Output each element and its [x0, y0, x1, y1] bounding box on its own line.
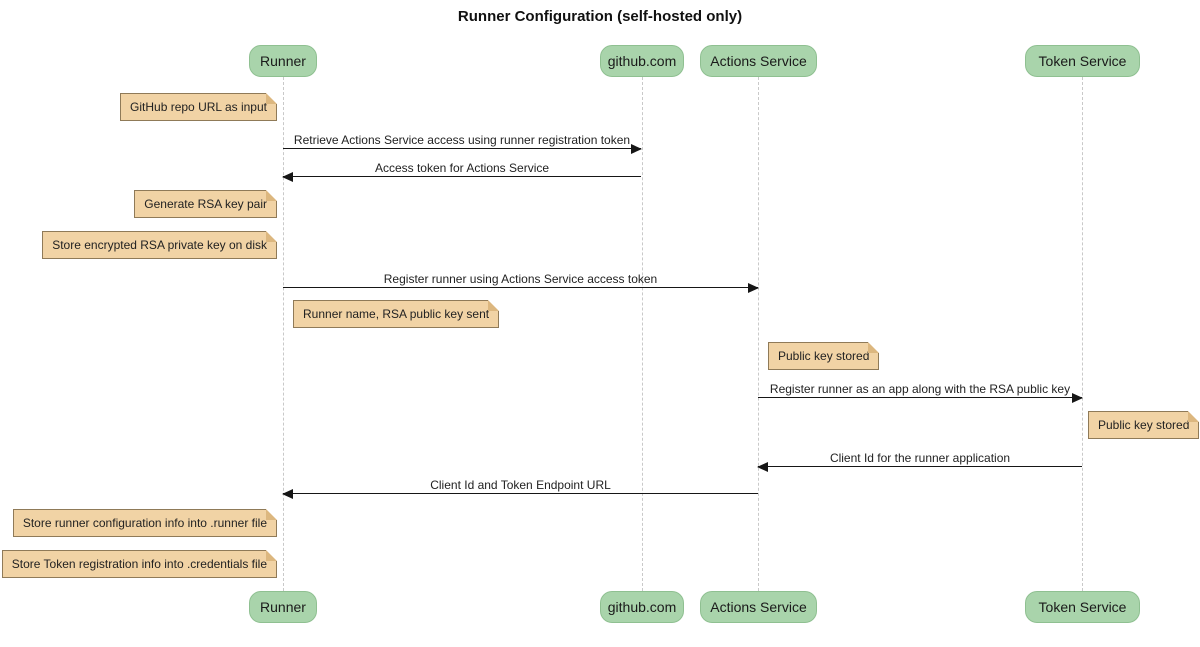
message-register-runner: Register runner using Actions Service ac…: [283, 272, 759, 293]
participant-token-service-bottom: Token Service: [1025, 591, 1140, 623]
note-github-repo-url: GitHub repo URL as input: [120, 93, 277, 121]
participant-token-service-top: Token Service: [1025, 45, 1140, 77]
message-client-id-returned: Client Id for the runner application: [757, 451, 1082, 472]
message-register-runner-as-app: Register runner as an app along with the…: [758, 382, 1083, 403]
arrowhead-left-icon: [757, 462, 768, 472]
note-public-key-stored-actions: Public key stored: [768, 342, 880, 370]
participant-runner-bottom: Runner: [249, 591, 317, 623]
note-store-credentials-file: Store Token registration info into .cred…: [1, 550, 278, 578]
participant-actions-service-bottom: Actions Service: [700, 591, 817, 623]
arrowhead-left-icon: [282, 172, 293, 182]
arrowhead-right-icon: [1072, 393, 1083, 403]
lifeline-github: [642, 77, 643, 591]
arrowhead-right-icon: [748, 283, 759, 293]
note-runner-name-public-key: Runner name, RSA public key sent: [293, 300, 500, 328]
message-retrieve-actions-access: Retrieve Actions Service access using ru…: [283, 133, 642, 154]
participant-runner-top: Runner: [249, 45, 317, 77]
message-label: Register runner using Actions Service ac…: [383, 272, 658, 286]
arrowhead-right-icon: [631, 144, 642, 154]
note-store-runner-file: Store runner configuration info into .ru…: [12, 509, 278, 537]
arrowhead-left-icon: [282, 489, 293, 499]
message-access-token-returned: Access token for Actions Service: [282, 161, 641, 182]
lifeline-runner: [283, 77, 284, 591]
message-label: Register runner as an app along with the…: [769, 382, 1071, 396]
participant-github-bottom: github.com: [600, 591, 684, 623]
lifeline-token-service: [1082, 77, 1083, 591]
message-label: Access token for Actions Service: [374, 161, 550, 175]
message-label: Retrieve Actions Service access using ru…: [293, 133, 631, 147]
message-label: Client Id and Token Endpoint URL: [430, 478, 611, 492]
lifeline-actions-service: [758, 77, 759, 591]
participant-github-top: github.com: [600, 45, 684, 77]
note-store-private-key: Store encrypted RSA private key on disk: [42, 231, 277, 259]
message-client-id-and-endpoint: Client Id and Token Endpoint URL: [282, 478, 758, 499]
participant-actions-service-top: Actions Service: [700, 45, 817, 77]
diagram-title: Runner Configuration (self-hosted only): [457, 8, 743, 25]
note-generate-rsa-key: Generate RSA key pair: [134, 190, 277, 218]
note-public-key-stored-token: Public key stored: [1088, 411, 1200, 439]
message-label: Client Id for the runner application: [829, 451, 1011, 465]
